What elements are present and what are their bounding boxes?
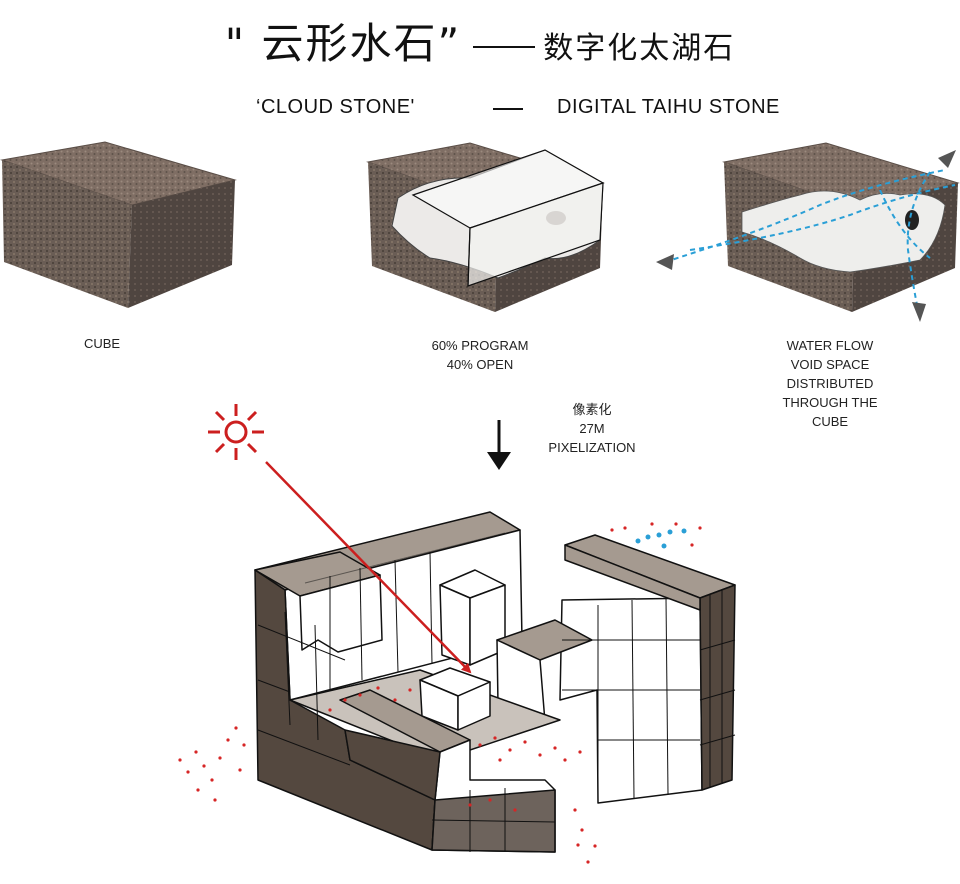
caption-line: PIXELIZATION — [548, 440, 636, 455]
sun-ray-arrow — [265, 461, 472, 674]
caption-line: 27M — [579, 421, 605, 436]
title-cn-main: " 云形水石” — [224, 19, 462, 68]
flow-arrow-icon — [912, 302, 926, 322]
flow-arrow-icon — [656, 254, 674, 270]
water-droplets — [635, 528, 687, 549]
caption-line: CUBE — [811, 414, 849, 429]
down-arrow-icon — [487, 420, 511, 470]
chinese-title: " 云形水石” 数字化太湖石 — [0, 10, 960, 71]
caption-line: VOID SPACE — [790, 357, 870, 372]
caption-line: 40% OPEN — [446, 357, 514, 372]
subtitle-en-right: DIGITAL TAIHU STONE — [557, 96, 780, 118]
caption-line: 60% PROGRAM — [431, 338, 529, 353]
subtitle-en-left: ‘CLOUD STONE' — [256, 96, 415, 118]
caption-line: WATER FLOW — [786, 338, 874, 353]
subtitle-dash — [493, 108, 523, 110]
stone-cube — [0, 141, 237, 308]
caption-line: CUBE — [83, 336, 121, 351]
stone-program — [366, 142, 605, 312]
caption-line: DISTRIBUTED — [786, 376, 874, 391]
title-cn-sub: 数字化太湖石 — [543, 31, 736, 66]
caption-program: 60% PROGRAM 40% OPEN — [410, 336, 550, 374]
people-markers — [178, 522, 702, 864]
title-dash — [473, 45, 536, 48]
stone-water-flow — [656, 142, 960, 322]
caption-line: THROUGH THE — [782, 395, 878, 410]
flow-arrow-icon — [938, 150, 956, 168]
caption-cube: CUBE — [62, 334, 142, 353]
caption-line: 像素化 — [572, 402, 612, 417]
caption-pixelization: 像素化 27M PIXELIZATION — [540, 400, 644, 457]
caption-water-flow: WATER FLOW VOID SPACE DISTRIBUTED THROUG… — [770, 336, 890, 431]
sun-icon — [208, 404, 264, 460]
pixelated-cube — [254, 511, 736, 853]
